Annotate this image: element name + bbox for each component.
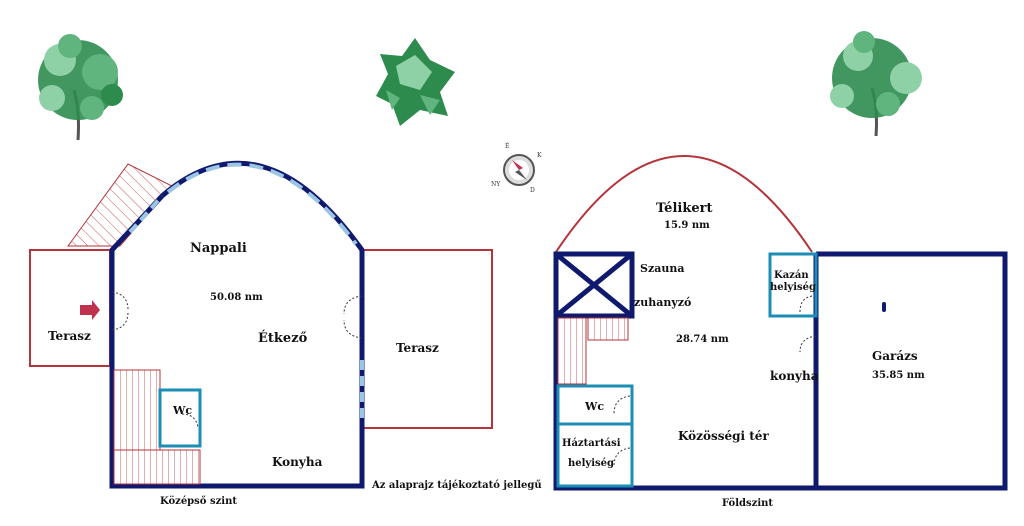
label-lower-area: 28.74 nm — [676, 334, 729, 345]
garage-marker — [882, 302, 886, 312]
label-terasz-right: Terasz — [396, 341, 439, 355]
label-lower-wc: Wc — [584, 400, 604, 413]
telikert-arch — [555, 155, 813, 253]
label-upper-area: 50.08 nm — [210, 292, 263, 303]
compass-north: É — [505, 142, 509, 150]
caption-upper: Középső szint — [160, 496, 237, 507]
label-lower-konyha: konyha — [770, 369, 819, 383]
label-upper-konyha: Konyha — [272, 455, 323, 469]
disclaimer-note: Az alaprajz tájékoztató jellegű — [371, 480, 542, 491]
label-haztartasi-helyiseg: helyiség — [568, 458, 614, 469]
compass-west: NY — [491, 181, 501, 188]
tree-right-icon — [830, 31, 922, 137]
boiler-room-box — [768, 252, 818, 318]
entrance-arrow-icon — [80, 300, 100, 320]
utility-room-box — [556, 422, 634, 488]
lower-floor-plan: Télikert 15.9 nm Szauna zuhanyzó Kazán h… — [553, 155, 1008, 509]
label-upper-wc: Wc — [172, 404, 192, 417]
label-nappali: Nappali — [190, 241, 247, 256]
label-telikert-area: 15.9 nm — [664, 220, 710, 231]
compass-south: D — [530, 187, 535, 194]
lower-outer-wall — [553, 251, 1008, 491]
label-garazs: Garázs — [872, 349, 918, 363]
tree-left-icon — [38, 34, 123, 141]
upper-stairs — [113, 369, 161, 451]
compass-east: K — [537, 152, 542, 159]
caption-lower: Földszint — [722, 498, 773, 509]
label-szauna: Szauna — [640, 262, 684, 275]
label-kozossegi-ter: Közösségi tér — [678, 429, 769, 443]
tree-center-icon — [376, 38, 455, 126]
label-zuhanyzo: zuhanyzó — [634, 296, 691, 309]
compass-icon: É K D NY — [491, 142, 542, 194]
label-kazan-helyiseg: helyiség — [770, 282, 816, 293]
label-garazs-area: 35.85 nm — [872, 370, 925, 381]
upper-floor-plan: Nappali 50.08 nm Étkező Terasz Terasz Wc… — [29, 160, 493, 507]
upper-wc-box — [158, 388, 202, 448]
upper-stairs-bottom — [113, 449, 201, 485]
label-kazan: Kazán — [774, 270, 809, 281]
lower-stairs — [557, 317, 587, 385]
label-etkezo: Étkező — [258, 330, 308, 346]
label-haztartasi: Háztartási — [562, 438, 621, 449]
label-telikert: Télikert — [656, 201, 712, 216]
label-terasz-left: Terasz — [48, 329, 91, 343]
lower-stairs-top — [587, 317, 629, 341]
terrace-right — [361, 249, 493, 429]
